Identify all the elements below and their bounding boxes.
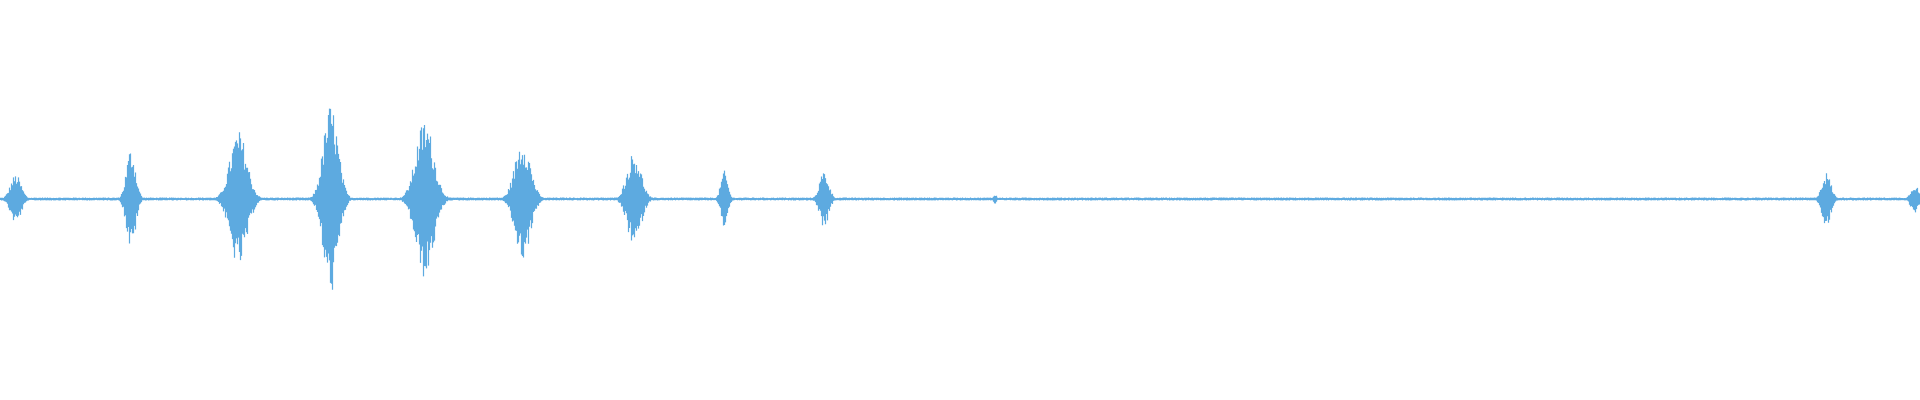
waveform-signal <box>0 108 1920 290</box>
